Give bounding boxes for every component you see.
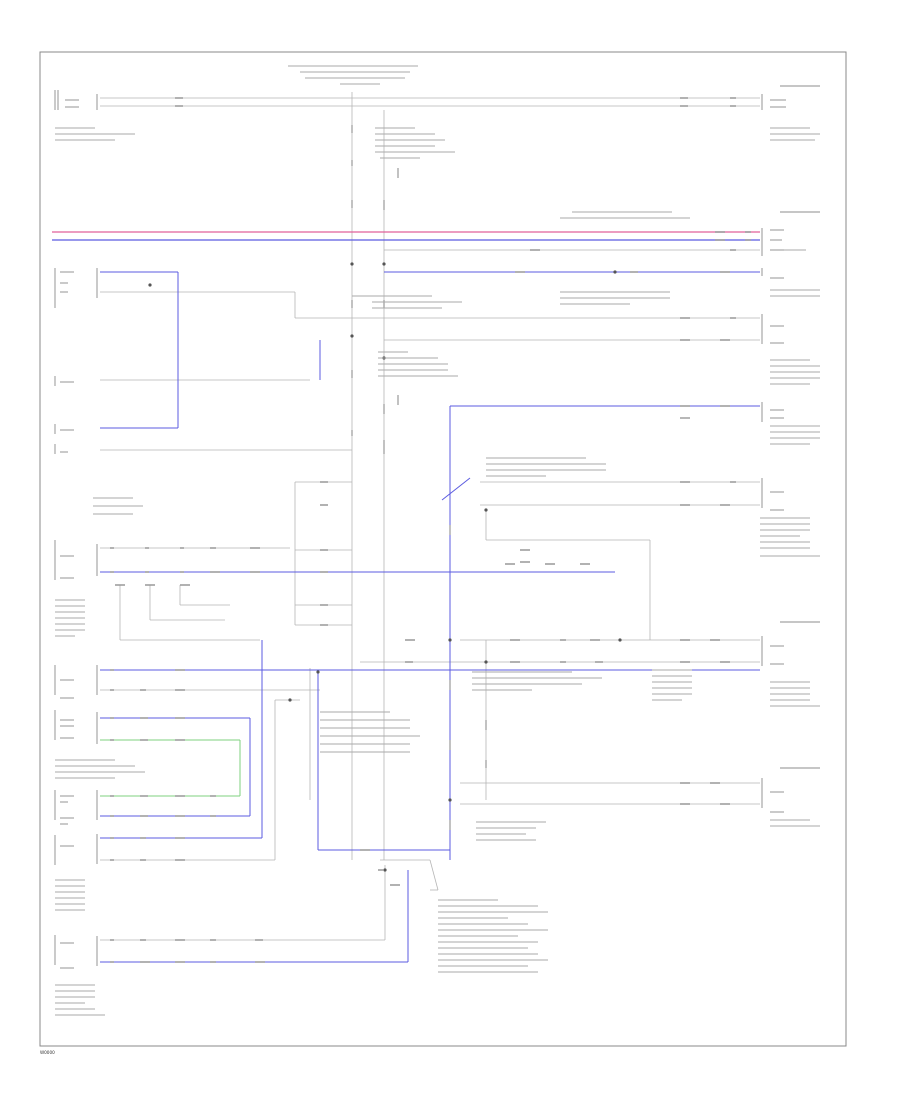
component-text-blocks [93,65,692,973]
trunk-label-marks [351,125,487,830]
left-connectors [54,90,98,966]
right-connectors [761,85,820,808]
blue-wires [100,271,760,963]
left-component-labels [55,127,145,1016]
pin-labels [60,99,786,969]
footer-code: W0000 [40,1050,55,1055]
right-component-labels [760,127,820,827]
green-wires [100,739,241,797]
diagram-border [39,51,847,1047]
splice-dots [148,262,622,872]
wire-label-marks [110,97,751,963]
gray-wires [100,92,760,941]
